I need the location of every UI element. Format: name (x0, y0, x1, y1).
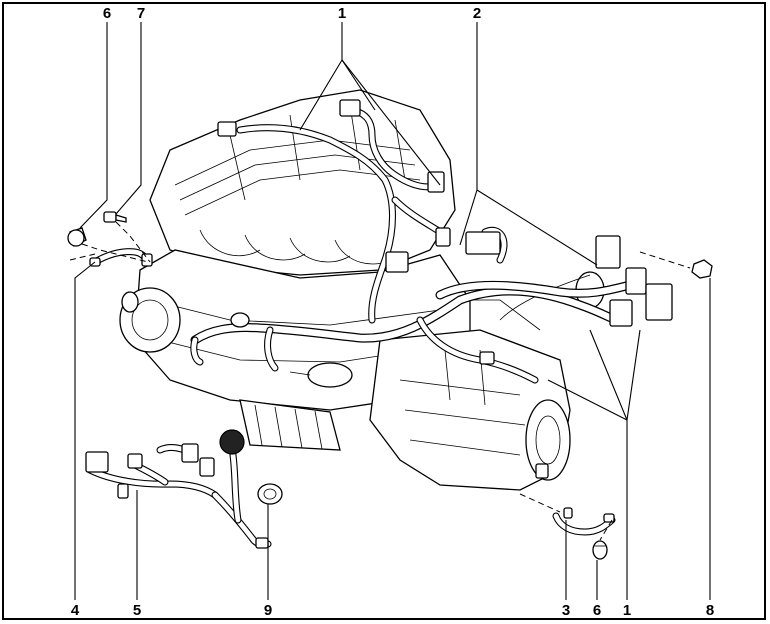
callout-1-bottom: 1 (623, 602, 631, 619)
grommet (257, 483, 283, 505)
callout-7: 7 (137, 5, 145, 22)
callout-3: 3 (562, 602, 570, 619)
earth-cable (552, 507, 616, 536)
callout-1-top: 1 (338, 5, 346, 22)
leader-lines (74, 22, 711, 600)
callout-labels: 6 7 1 2 4 5 9 3 6 1 8 (71, 5, 714, 619)
earth-strap (89, 248, 153, 267)
auxiliary-harness (85, 429, 272, 549)
bolt (103, 211, 127, 223)
main-wiring-harness (190, 99, 673, 479)
callout-5: 5 (133, 602, 141, 619)
assembly-dash-lines (69, 221, 691, 541)
cap-nut-top (67, 227, 87, 247)
callout-6-top: 6 (103, 5, 111, 22)
callout-9: 9 (264, 602, 272, 619)
nut-right (691, 259, 713, 279)
callout-4: 4 (71, 602, 80, 619)
callout-6-bottom: 6 (593, 602, 601, 619)
callout-8: 8 (706, 602, 714, 619)
callout-2: 2 (473, 5, 481, 22)
cap-nut-bottom (592, 540, 608, 560)
